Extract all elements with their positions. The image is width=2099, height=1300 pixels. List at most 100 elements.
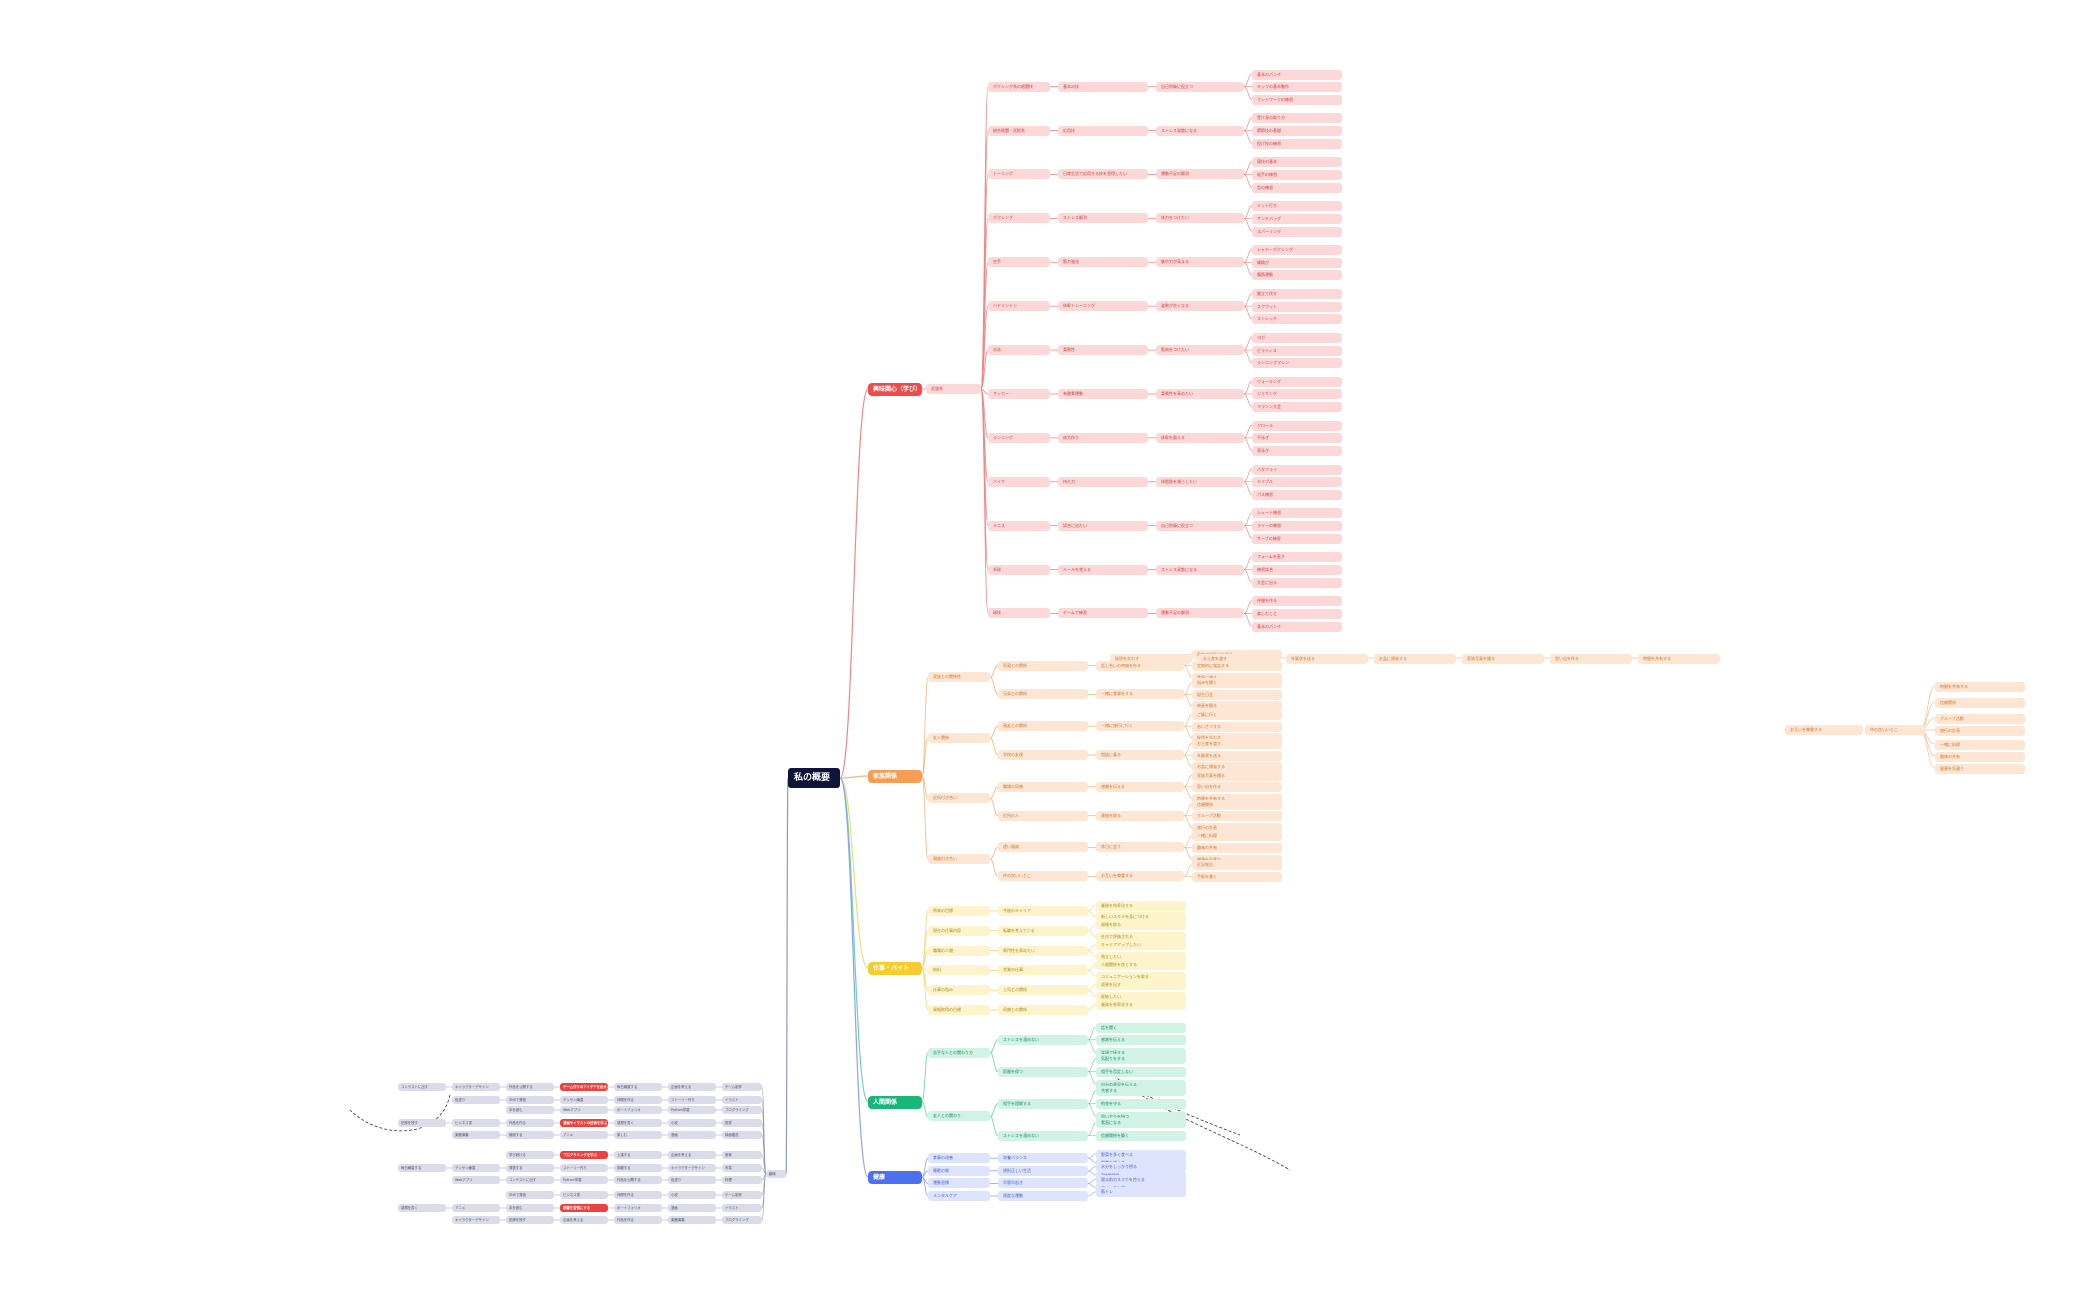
orange-level3[interactable]: 職場の同僚 [998, 781, 1088, 792]
purple-leaf[interactable]: SNSで発信 [506, 1096, 554, 1104]
purple-level3[interactable]: ストーリー作り [668, 1096, 716, 1104]
red-leaf[interactable]: バタフライ [1252, 464, 1342, 475]
yellow-level3[interactable]: 転職を考えている [998, 925, 1088, 936]
orange-cluster-leaf[interactable]: 趣味の共有 [1935, 751, 2025, 762]
orange-leaf[interactable]: 時間を共有する [1192, 793, 1282, 804]
yellow-leaf[interactable]: 新しいスキルを身につける [1096, 912, 1186, 923]
red-leaf[interactable]: シャドーボクシング [1252, 245, 1342, 256]
purple-level3[interactable]: 色塗り [668, 1176, 716, 1184]
red-leaf[interactable]: 楽しむこと [1252, 608, 1342, 619]
purple-leaf[interactable]: ポートフォリオ [614, 1204, 662, 1212]
green-leaf[interactable]: 共感する [1096, 1086, 1186, 1097]
orange-leaf[interactable]: 手紙を書く [1192, 871, 1282, 882]
yellow-leaf[interactable]: 業務を効率化する [1096, 999, 1186, 1010]
red-level3[interactable]: 筋力強化 [1058, 257, 1148, 268]
purple-level3[interactable]: 漫画 [668, 1204, 716, 1212]
green-leaf[interactable]: 笑顔で接する [1096, 1048, 1186, 1059]
red-leaf[interactable]: パス練習 [1252, 489, 1342, 500]
red-level2[interactable]: テニス [988, 520, 1050, 531]
red-level2[interactable]: バドミントン [988, 301, 1050, 312]
purple-level3[interactable]: Webアプリ [452, 1176, 500, 1184]
orange-level4[interactable]: 相談に乗る [1096, 750, 1184, 761]
orange-chain[interactable]: 時間を共有する [1638, 653, 1720, 664]
red-level4[interactable]: 体脂肪を減らしたい [1156, 476, 1244, 487]
blue-level2[interactable]: 睡眠の質 [928, 1165, 990, 1176]
purple-leaf[interactable]: 作品を公開する [506, 1083, 554, 1091]
red-level3[interactable]: ストレス解消 [1058, 213, 1148, 224]
orange-cluster-mid[interactable]: お互いを尊重する [1785, 725, 1863, 735]
purple-level2[interactable]: ゲーム制作 [722, 1083, 762, 1091]
yellow-leaf[interactable]: 独立したい [1096, 952, 1186, 963]
red-leaf[interactable]: フォームを直す [1252, 552, 1342, 563]
purple-leaf[interactable]: 記録を残す [398, 1119, 446, 1127]
purple-level3[interactable]: Python学習 [560, 1176, 608, 1184]
green-leaf[interactable]: 話を聞く [1096, 1022, 1186, 1033]
orange-level3[interactable]: 兄弟との関係 [998, 689, 1088, 700]
green-leaf[interactable]: 自分の意見を伝える [1096, 1080, 1186, 1090]
red-level2[interactable]: 総合格闘・武術系 [988, 125, 1050, 136]
purple-level2[interactable]: 写真 [722, 1164, 762, 1172]
orange-level4[interactable]: お互いを尊重する [1096, 871, 1184, 882]
orange-leaf[interactable]: 一緒に料理 [1192, 831, 1282, 842]
purple-level3[interactable]: 楽器演奏 [668, 1216, 716, 1224]
purple-leaf[interactable]: 作品を作る [506, 1119, 554, 1127]
orange-cluster-leaf[interactable]: グループ活動 [1935, 713, 2025, 724]
red-level4[interactable]: ストレス発散になる [1156, 564, 1244, 575]
orange-level3[interactable]: 両親との関係 [998, 660, 1088, 671]
purple-leaf[interactable]: コンテストに出す [398, 1083, 446, 1091]
red-level2[interactable]: 卓球 [988, 564, 1050, 575]
yellow-leaf[interactable]: コミュニケーションを取る [1096, 971, 1186, 982]
red-level4[interactable]: 柔軟性を高めたい [1156, 388, 1244, 399]
red-leaf[interactable]: 練習試合 [1252, 565, 1342, 576]
purple-level2[interactable]: イラスト [722, 1204, 762, 1212]
red-leaf[interactable]: ピラティス [1252, 345, 1342, 356]
orange-leaf[interactable]: 家族写真を撮る [1192, 770, 1282, 781]
orange-level2[interactable]: 親戚付き合い [928, 854, 990, 864]
orange-level4[interactable]: 話し合いの時間を作る [1096, 660, 1184, 671]
blue-level3[interactable]: 早寝早起き [998, 1178, 1088, 1189]
red-level2[interactable]: ボクシング [988, 213, 1050, 224]
blue-leaf[interactable]: 寝る前のスマホを控える [1096, 1174, 1186, 1185]
orange-leaf[interactable]: お盆に帰省する [1192, 762, 1282, 773]
orange-leaf[interactable]: 思い出を作る [1192, 782, 1282, 793]
red-leaf[interactable]: ストレッチ [1252, 314, 1342, 325]
purple-flag[interactable]: ゲーム作りのアイデアを出せる [560, 1083, 608, 1091]
orange-level4[interactable]: 休日に会う [1096, 842, 1184, 853]
red-level4[interactable]: 自己防衛に役立つ [1156, 81, 1244, 92]
green-level3[interactable]: 相手を理解する [998, 1098, 1088, 1109]
orange-cluster-leaf[interactable]: 一緒に料理 [1935, 739, 2025, 750]
yellow-level3[interactable]: 専門性を高めたい [998, 945, 1088, 956]
purple-leaf[interactable]: 継続する [506, 1131, 554, 1139]
red-level2[interactable]: ボクシング系の格闘技 [988, 81, 1050, 92]
purple-level3[interactable]: 小説 [668, 1191, 716, 1199]
purple-level2[interactable]: 読書 [722, 1119, 762, 1127]
yellow-level3[interactable]: 営業の仕事 [998, 965, 1088, 976]
yellow-level2[interactable]: 仕事の悩み [928, 985, 990, 996]
orange-leaf[interactable]: 定期的に電話する [1192, 661, 1282, 672]
orange-leaf[interactable]: 旅行の計画 [1192, 822, 1282, 833]
purple-level2[interactable]: 映画鑑賞 [722, 1131, 762, 1139]
orange-cluster-leaf[interactable]: 信頼関係 [1935, 697, 2025, 708]
purple-leaf[interactable]: コンテストに出す [506, 1176, 554, 1184]
green-level3[interactable]: ストレスを溜めない [998, 1130, 1088, 1141]
red-level4[interactable]: 体幹を鍛える [1156, 432, 1244, 443]
red-level2[interactable]: 水泳 [988, 345, 1050, 356]
red-leaf[interactable]: フットワークの練習 [1252, 94, 1342, 105]
red-level2[interactable]: バイク [988, 476, 1050, 487]
red-level4[interactable]: ストレス発散になる [1156, 125, 1244, 136]
orange-leaf[interactable]: 実家に帰る [1192, 672, 1282, 683]
yellow-leaf[interactable]: 業務を効率化する [1096, 900, 1186, 911]
blue-leaf[interactable]: 水分をしっかり摂る [1096, 1162, 1186, 1173]
orange-leaf[interactable]: 映画を観る [1192, 701, 1282, 712]
orange-leaf[interactable]: あいさつする [1192, 721, 1282, 732]
red-level3[interactable]: 柔軟性 [1058, 345, 1148, 356]
purple-flag[interactable]: 読書を習慣にする [560, 1204, 608, 1212]
green-leaf[interactable]: 相手を否定しない [1096, 1067, 1186, 1078]
branch-yellow[interactable]: 仕事・バイト [868, 962, 922, 975]
yellow-level2[interactable]: 現在の仕事内容 [928, 925, 990, 936]
purple-level3[interactable]: ビジネス書 [560, 1191, 608, 1199]
orange-leaf[interactable]: ご飯に行く [1192, 710, 1282, 721]
purple-level3[interactable]: 漫画 [668, 1131, 716, 1139]
purple-level3[interactable]: キャラクターデザイン [668, 1164, 716, 1172]
